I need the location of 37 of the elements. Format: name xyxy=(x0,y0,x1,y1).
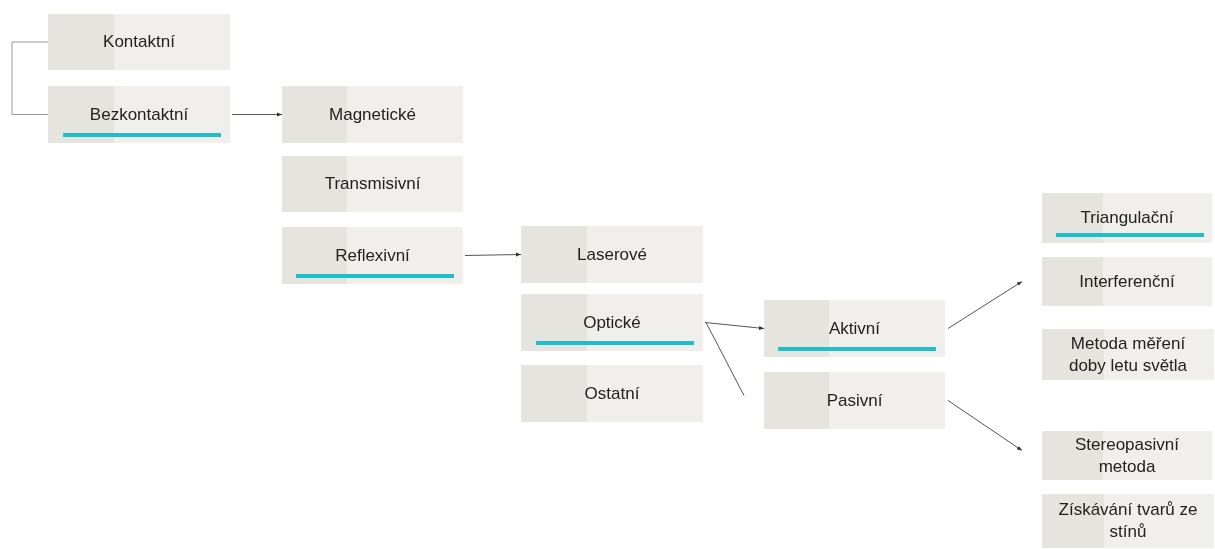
category-box xyxy=(521,226,703,283)
category-label: Transmisivní xyxy=(323,173,422,195)
arrow xyxy=(947,281,1023,329)
category-box xyxy=(48,14,230,70)
category-box xyxy=(1042,431,1212,480)
category-label: Magnetické xyxy=(328,103,417,126)
category-label: Triangulační xyxy=(1079,207,1175,229)
category-box xyxy=(1042,257,1212,306)
category-label: Aktivní xyxy=(828,317,881,340)
category-box xyxy=(1042,494,1214,548)
category-label: Optické xyxy=(582,311,642,334)
category-label: Pasivní xyxy=(825,389,884,412)
category-label: Laserové xyxy=(576,243,648,266)
category-label: Získávání tvarů ze stínů xyxy=(1057,499,1199,543)
category-label: Reflexivní xyxy=(334,244,411,267)
category-label: Stereopasivní metoda xyxy=(1074,433,1180,478)
category-box xyxy=(48,86,230,143)
arrow xyxy=(704,322,765,330)
category-box xyxy=(282,156,463,212)
category-box xyxy=(1042,329,1214,380)
category-box xyxy=(282,86,463,143)
arrow xyxy=(231,112,283,117)
category-box xyxy=(1042,193,1212,243)
category-box xyxy=(521,294,703,351)
category-label: Interferenční xyxy=(1078,270,1176,293)
arrow xyxy=(464,252,522,257)
arrow xyxy=(947,400,1023,451)
category-label: Kontaktní xyxy=(102,31,176,53)
category-box xyxy=(764,372,945,429)
category-box xyxy=(282,227,463,284)
connector-line xyxy=(705,322,745,396)
category-box xyxy=(521,365,703,422)
category-label: Metoda měření doby letu světla xyxy=(1067,332,1189,377)
category-label: Bezkontaktní xyxy=(88,103,190,126)
category-box xyxy=(764,300,945,357)
category-label: Ostatní xyxy=(583,382,641,405)
connector-line xyxy=(11,41,49,115)
